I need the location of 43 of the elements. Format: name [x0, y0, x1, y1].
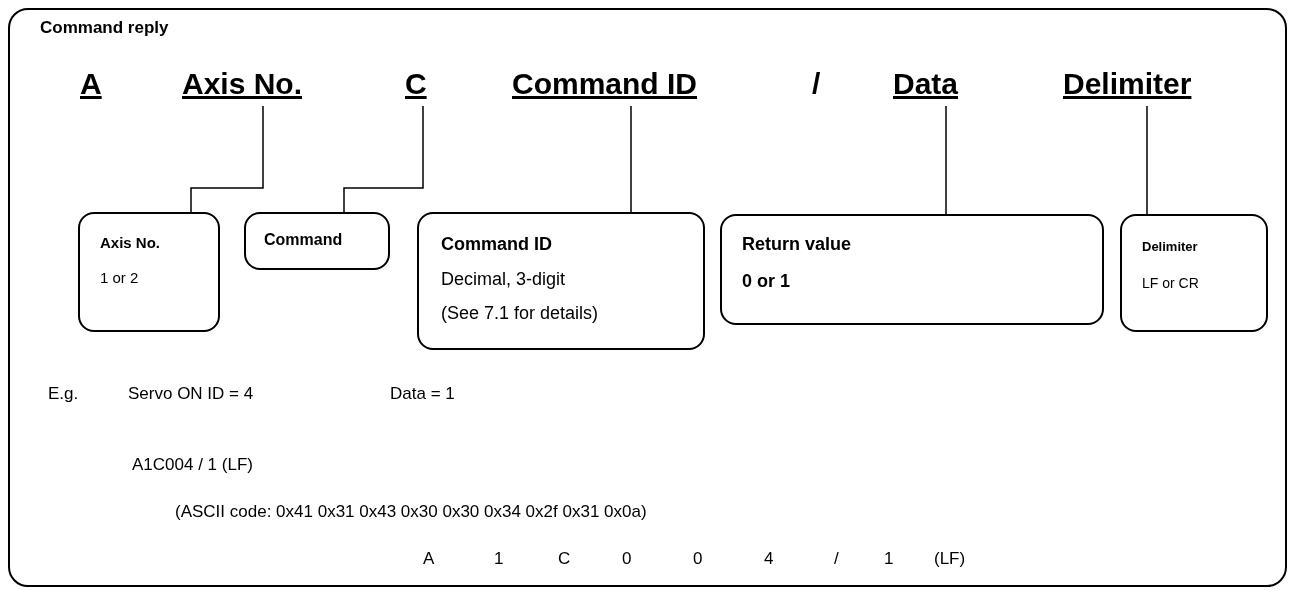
panel-frame: [8, 8, 1287, 587]
character: 0: [622, 549, 632, 569]
character: A: [423, 549, 435, 569]
leader-line: [630, 105, 632, 215]
character: 0: [693, 549, 703, 569]
example-text: Servo ON ID = 4: [128, 384, 254, 404]
field-name: Data: [893, 64, 995, 104]
leader-line: [1146, 105, 1148, 217]
field-name: Axis No.: [182, 64, 340, 104]
box-heading: Axis No.: [100, 234, 160, 252]
box-text: 1 or 2: [100, 269, 139, 287]
box-text: Decimal, 3-digit: [441, 268, 566, 290]
description-box: [720, 214, 1104, 325]
field-name: Delimiter: [1063, 64, 1227, 104]
example-command: A1C004 / 1 (LF): [132, 455, 253, 475]
box-text: (See 7.1 for details): [441, 303, 599, 325]
description-box: [1120, 214, 1268, 332]
ascii-code-text: (ASCII code: 0x41 0x31 0x43 0x30 0x30 0x34 0x2f 0x31 0x0a): [175, 502, 647, 522]
example-label: E.g.: [48, 384, 79, 404]
leader-line: [190, 105, 264, 215]
character: 1: [494, 549, 504, 569]
field-name: Command ID: [512, 64, 746, 104]
character: C: [558, 549, 571, 569]
description-box: [244, 212, 390, 270]
box-text: 0 or 1: [742, 270, 791, 292]
example-text: Data = 1: [390, 384, 455, 404]
leader-line: [343, 105, 424, 215]
box-heading: Delimiter: [1142, 240, 1198, 255]
leader-line: [945, 105, 947, 217]
box-heading: Command: [264, 231, 343, 250]
field-letter: A: [80, 66, 102, 102]
description-box: [78, 212, 220, 332]
character: 4: [764, 549, 774, 569]
box-heading: Return value: [742, 234, 852, 255]
box-heading: Command ID: [441, 234, 552, 255]
box-text: LF or CR: [1142, 274, 1199, 292]
panel-title: Command reply: [40, 18, 169, 38]
field-name: C: [405, 64, 437, 104]
separator-slash: /: [812, 66, 821, 102]
character: (LF): [934, 549, 966, 569]
character: 1: [884, 549, 894, 569]
description-box: [417, 212, 705, 350]
character: /: [834, 549, 839, 569]
